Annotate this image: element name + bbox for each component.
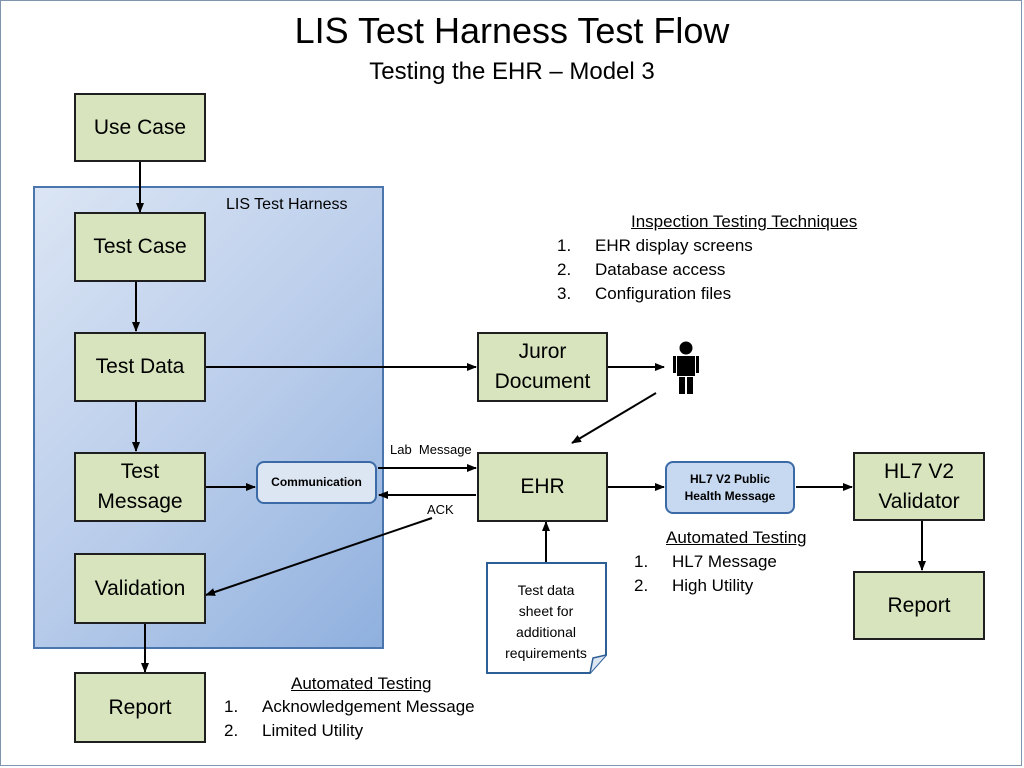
- report-left-label: Report: [108, 695, 172, 719]
- arrow-person-to-ehr: [571, 392, 657, 444]
- juror-label-line1: Juror: [518, 340, 567, 363]
- test-case-box: Test Case: [74, 212, 206, 282]
- report-right-label: Report: [887, 593, 951, 617]
- inspection-heading: Inspection Testing Techniques: [631, 212, 858, 231]
- ehr-box: EHR: [477, 452, 608, 522]
- validation-box: Validation: [74, 553, 206, 624]
- harness-label: LIS Test Harness: [226, 196, 348, 213]
- hl7-validator-box: HL7 V2 Validator: [853, 452, 985, 521]
- test-data-box: Test Data: [74, 332, 206, 402]
- test-case-label: Test Case: [93, 235, 187, 258]
- arrow-ack-to-validation: [205, 517, 433, 596]
- inspection-item: 2.Database access: [557, 260, 726, 279]
- automated-right-item: 1.HL7 Message: [634, 552, 777, 571]
- hl7-msg-label-line1: HL7 V2 Public: [689, 471, 770, 486]
- report-box-left: Report: [74, 672, 206, 743]
- inspection-item: 3.Configuration files: [557, 284, 732, 303]
- report-box-right: Report: [853, 571, 985, 640]
- test-message-box: Test Message: [74, 452, 206, 522]
- juror-document-box: Juror Document: [477, 332, 608, 402]
- ack-label: ACK: [427, 502, 454, 517]
- communication-box: Communication: [256, 461, 377, 504]
- automated-bottom-item: 2.Limited Utility: [224, 721, 364, 740]
- lab-message-label: Lab Message: [390, 442, 472, 457]
- juror-label-line2: Document: [494, 370, 591, 393]
- note-line4: requirements: [505, 645, 587, 661]
- automated-bottom-item: 1.Acknowledgement Message: [224, 697, 475, 716]
- inspection-item: 1.EHR display screens: [557, 236, 753, 255]
- automated-right-heading: Automated Testing: [666, 528, 807, 547]
- use-case-box: Use Case: [74, 93, 206, 162]
- automated-right-item: 2.High Utility: [634, 576, 754, 595]
- communication-label: Communication: [271, 475, 362, 489]
- note-line2: sheet for: [518, 603, 574, 619]
- validator-label-line2: Validator: [878, 489, 960, 513]
- ehr-label: EHR: [520, 475, 565, 498]
- automated-bottom-heading: Automated Testing: [291, 674, 432, 693]
- use-case-label: Use Case: [93, 115, 187, 139]
- note-line3: additional: [516, 624, 576, 640]
- slide-subtitle: Testing the EHR – Model 3: [369, 58, 655, 85]
- test-data-sheet-note: Test data sheet for additional requireme…: [487, 580, 605, 664]
- note-line1: Test data: [517, 582, 575, 598]
- hl7-msg-label-line2: Health Message: [684, 488, 776, 503]
- test-data-label: Test Data: [95, 355, 185, 378]
- hl7-public-health-message-box: HL7 V2 Public Health Message: [665, 461, 795, 514]
- validation-label: Validation: [94, 576, 186, 600]
- slide-title: LIS Test Harness Test Flow: [294, 10, 730, 51]
- validator-label-line1: HL7 V2: [883, 459, 955, 483]
- test-message-label-line2: Message: [97, 490, 183, 513]
- person-icon: [673, 341, 699, 394]
- test-message-label-line1: Test: [120, 460, 160, 483]
